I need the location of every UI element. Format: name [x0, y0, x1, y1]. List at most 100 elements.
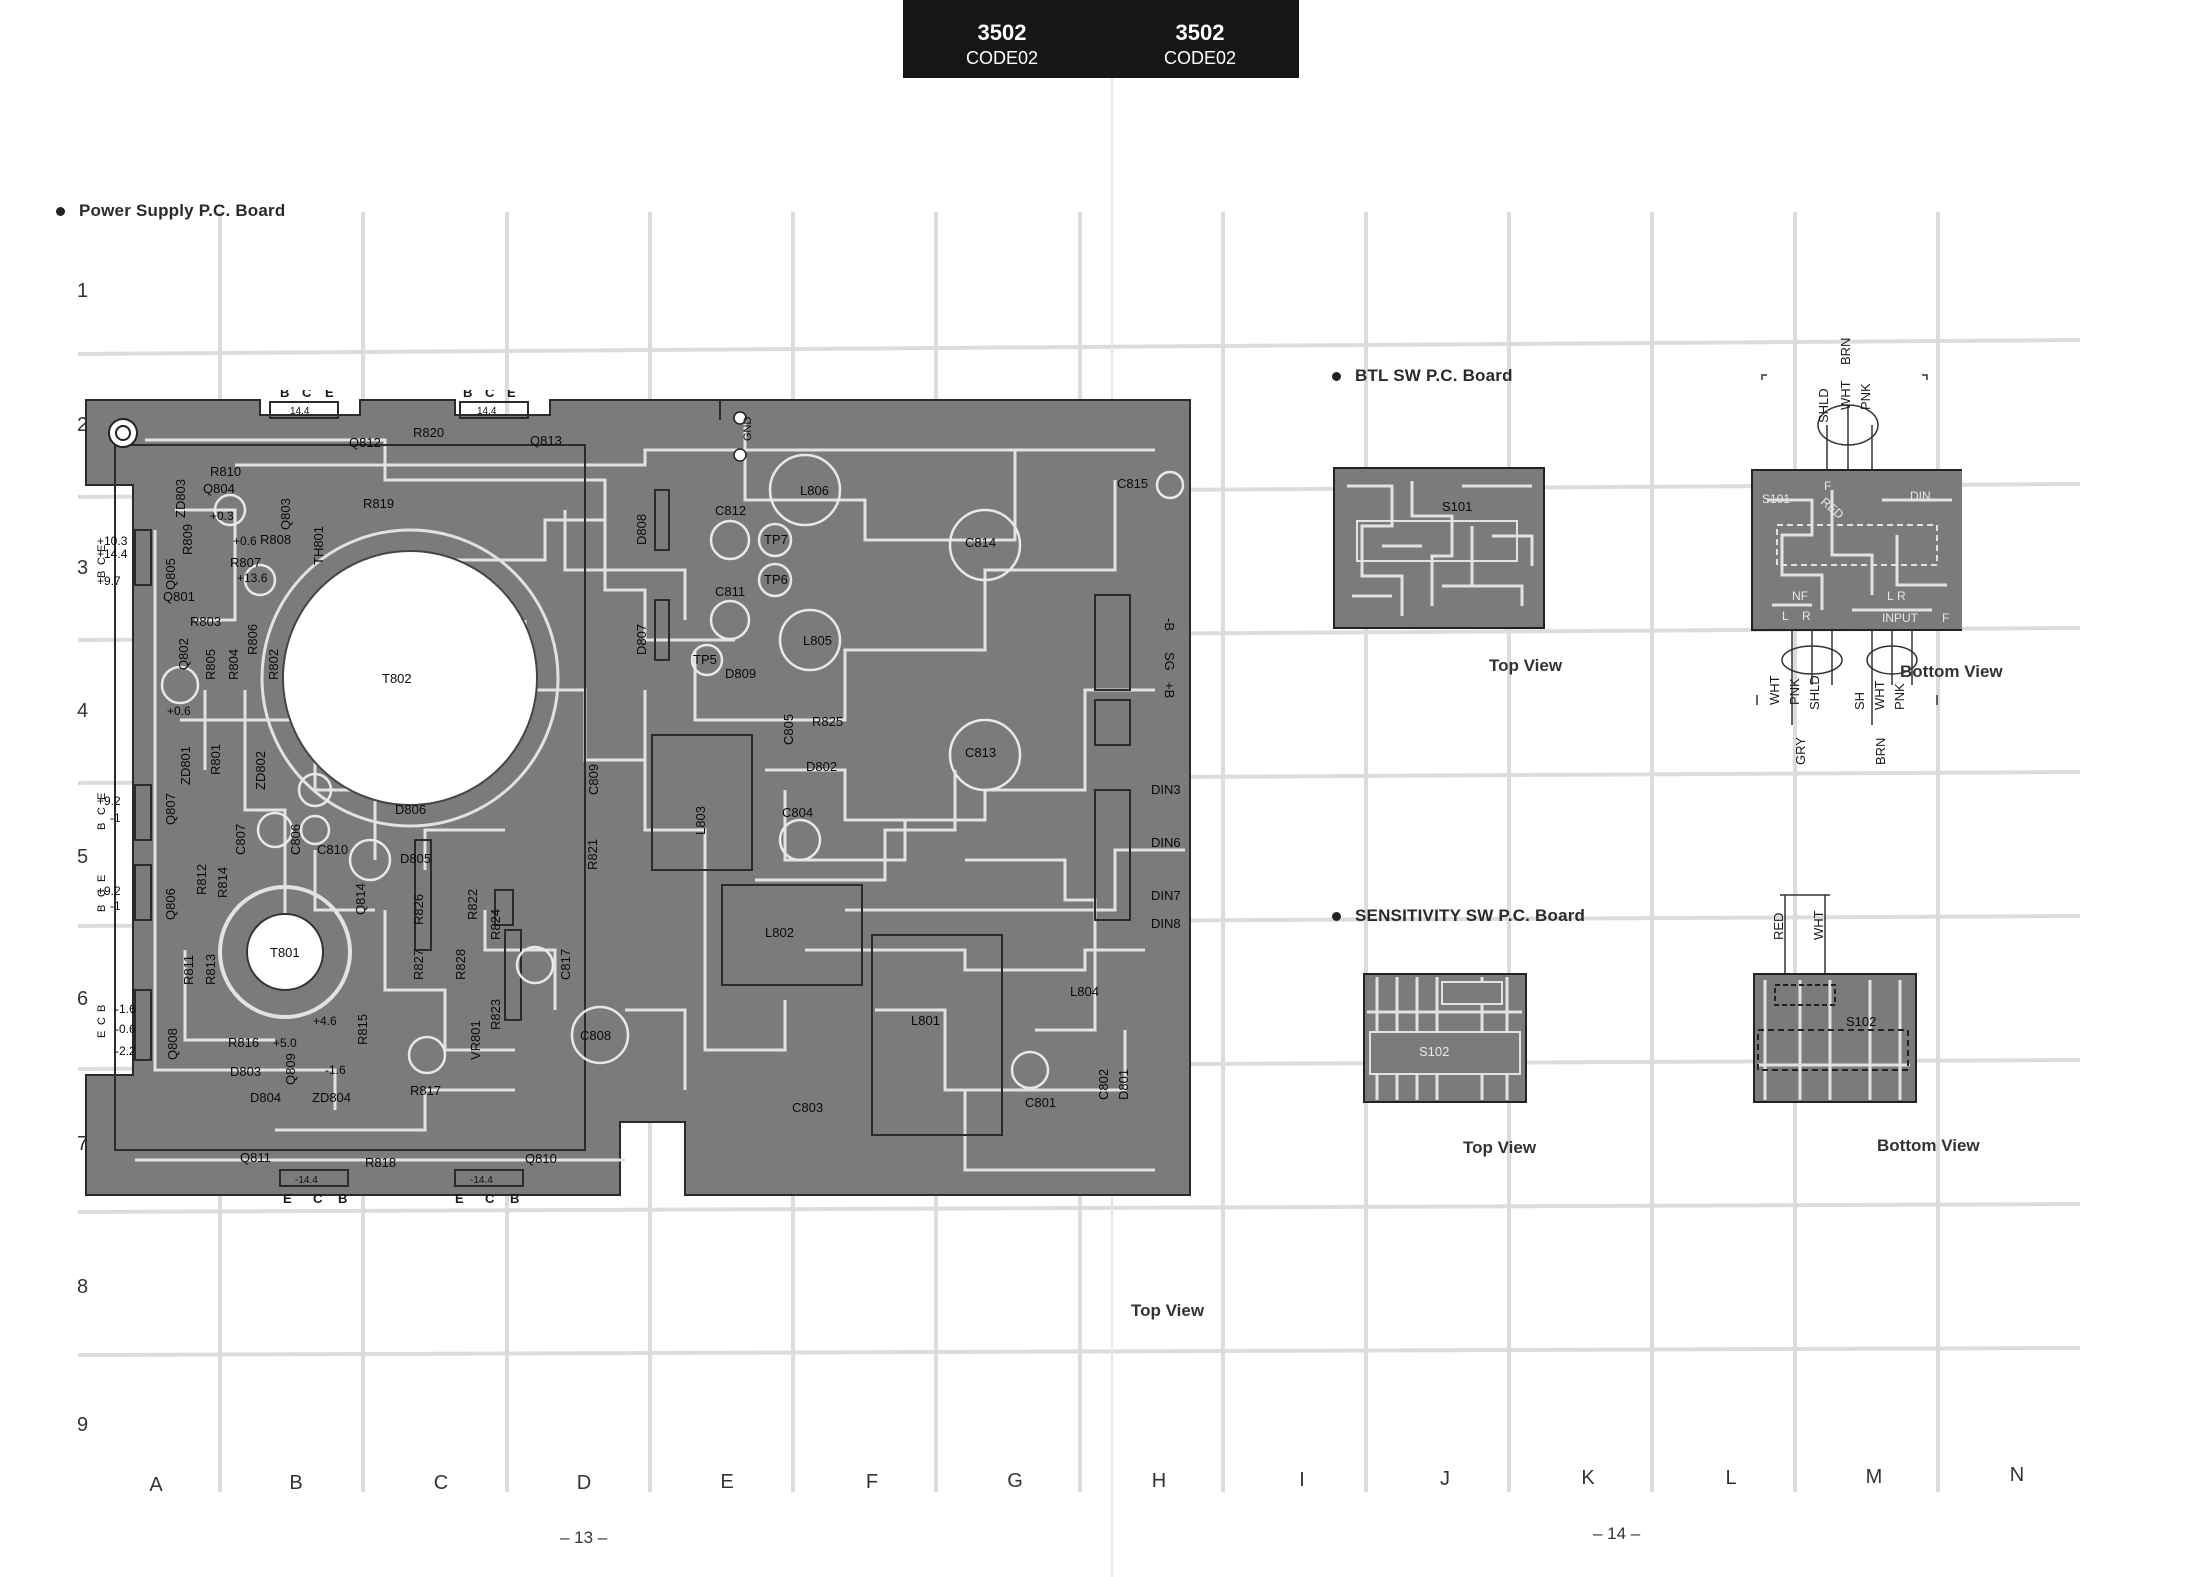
voltage-label: -1: [110, 899, 121, 913]
comp-label: D807: [634, 624, 649, 655]
comp-label: D802: [806, 759, 837, 774]
voltage-label: -14.4: [295, 1175, 318, 1186]
comp-label: C815: [1117, 476, 1148, 491]
terminal-label: E: [455, 1191, 464, 1205]
comp-label: L803: [693, 806, 708, 835]
terminal-label: E: [96, 1031, 108, 1038]
row-label: 8: [77, 1276, 89, 1298]
comp-label: R802: [266, 649, 281, 680]
comp-label: R828: [453, 949, 468, 980]
comp-label: C813: [965, 745, 996, 760]
wire-label: BRN: [1838, 338, 1853, 365]
model-number: 3502: [1175, 20, 1225, 45]
sens-bottom-view-label: Bottom View: [1877, 1136, 1980, 1155]
column-label: A: [149, 1474, 163, 1496]
comp-label: R814: [215, 867, 230, 898]
bullet-icon: [56, 207, 65, 217]
sens-wires: RED WHT: [1771, 910, 1826, 940]
terminal-label: C: [96, 807, 108, 815]
voltage-label: -2.2: [115, 1044, 136, 1058]
sensitivity-board-title: SENSITIVITY SW P.C. Board: [1332, 906, 1585, 926]
sens-board-top-view: S102: [1363, 973, 1527, 1103]
comp-label: L805: [803, 633, 832, 648]
voltage-label: +4.6: [313, 1014, 337, 1028]
switch-label: S101: [1442, 499, 1472, 514]
comp-label: SG: [1162, 652, 1177, 671]
pin-label: L: [1782, 609, 1789, 623]
terminal-label: E: [325, 390, 334, 400]
power-top-view-label: Top View: [1131, 1301, 1205, 1320]
comp-label: C801: [1025, 1095, 1056, 1110]
comp-label: D801: [1116, 1069, 1131, 1100]
t801-transformer: [218, 885, 352, 1019]
voltage-label: -1.6: [115, 1002, 136, 1016]
wire-label: WHT: [1872, 680, 1887, 710]
terminal-label: C: [96, 889, 108, 897]
comp-label: R809: [180, 524, 195, 555]
comp-label: L806: [800, 483, 829, 498]
comp-label: R813: [203, 954, 218, 985]
comp-label: +B: [1162, 682, 1177, 698]
comp-label: D803: [230, 1064, 261, 1079]
comp-label: R819: [363, 496, 394, 511]
comp-label: Q811: [240, 1150, 271, 1165]
comp-label: R812: [194, 864, 209, 895]
pin-label: F: [1824, 479, 1831, 493]
pin-label: F: [1942, 611, 1949, 625]
terminal-label: E: [507, 390, 516, 400]
column-label: K: [1581, 1467, 1595, 1489]
column-label: F: [865, 1471, 879, 1493]
switch-label: S101: [1762, 492, 1790, 506]
comp-label: -B: [1162, 618, 1177, 631]
comp-label: Q808: [165, 1028, 180, 1060]
comp-label: C807: [233, 824, 248, 855]
comp-label: R801: [208, 744, 223, 775]
pin-label: NF: [1792, 589, 1808, 603]
voltage-label: -14.4: [470, 1175, 493, 1186]
column-label: M: [1865, 1466, 1883, 1488]
comp-label: L804: [1070, 984, 1099, 999]
row-label: 5: [77, 846, 89, 868]
comp-label: D804: [250, 1090, 281, 1105]
comp-label: DIN3: [1151, 782, 1181, 797]
row-label: 7: [77, 1133, 89, 1155]
wire-label: RED: [1771, 913, 1786, 940]
voltage-label: +0.6: [233, 534, 257, 548]
comp-label: C810: [317, 842, 348, 857]
btl-top-wires: SHLD WHT BRN PNK: [1816, 338, 1873, 423]
comp-label: D805: [400, 851, 431, 866]
comp-label: D809: [725, 666, 756, 681]
pin-label: INPUT: [1882, 611, 1919, 625]
column-label: N: [2009, 1464, 2025, 1486]
comp-label: R815: [355, 1014, 370, 1045]
comp-label: C817: [558, 949, 573, 980]
terminal-label: B: [96, 905, 108, 912]
comp-label: VR801: [468, 1020, 483, 1060]
terminal-label: B: [510, 1191, 519, 1205]
comp-label: R804: [226, 649, 241, 680]
comp-label: C814: [965, 535, 996, 550]
pin-label: R: [1897, 589, 1906, 603]
comp-label: C811: [715, 584, 745, 599]
comp-label: T802: [382, 671, 412, 686]
terminal-label: C: [96, 1017, 108, 1025]
voltage-label: +5.0: [273, 1036, 297, 1050]
comp-label: R818: [365, 1155, 396, 1170]
terminal-label: B: [96, 823, 108, 830]
page-number-right: – 14 –: [1593, 1524, 1641, 1543]
comp-label: R820: [413, 425, 444, 440]
column-label: C: [433, 1472, 449, 1494]
terminal-label: B: [338, 1191, 347, 1205]
comp-label: C805: [781, 714, 796, 745]
comp-label: Q802: [176, 638, 191, 670]
comp-label: ZD802: [253, 751, 268, 790]
comp-label: R826: [411, 894, 426, 925]
terminal-label: B: [96, 1005, 108, 1012]
pin-label: R: [1802, 609, 1811, 623]
row-label: 4: [77, 700, 89, 722]
comp-label: R822: [465, 889, 480, 920]
comp-label: R810: [210, 464, 241, 479]
comp-label: C808: [580, 1028, 611, 1043]
column-label: H: [1151, 1470, 1167, 1492]
wire-label: GRY: [1793, 737, 1808, 765]
